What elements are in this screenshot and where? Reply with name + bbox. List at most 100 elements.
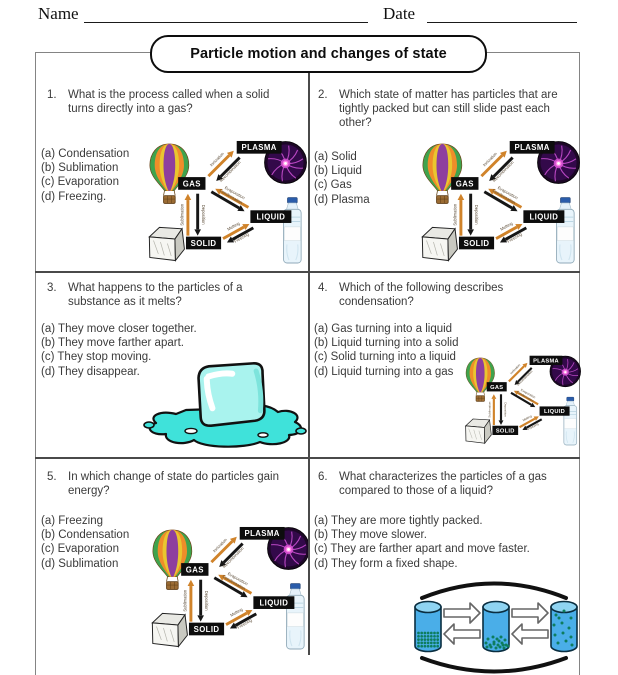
water-bottle-icon — [556, 197, 575, 264]
state-label-solid: SOLID — [188, 622, 225, 636]
svg-text:Melting: Melting — [229, 606, 244, 617]
question-1-text: What is the process called when a solid … — [68, 89, 270, 115]
option-1b[interactable]: (b) Sublimation — [41, 162, 119, 175]
gas-cylinder — [550, 600, 578, 653]
state-label-solid: SOLID — [458, 236, 495, 250]
hot-air-balloon-icon — [152, 529, 193, 590]
question-6-text: What characterizes the particles of a ga… — [339, 471, 547, 497]
svg-text:Evaporation: Evaporation — [520, 388, 536, 400]
option-4a[interactable]: (a) Gas turning into a liquid — [314, 323, 453, 335]
option-1a[interactable]: (a) Condensation — [41, 148, 130, 160]
cycle-arc-top — [420, 581, 568, 600]
svg-text:Ionization: Ionization — [509, 363, 521, 375]
option-2d[interactable]: (d) Plasma — [314, 193, 370, 206]
svg-text:Sublimation: Sublimation — [182, 589, 187, 612]
option-6b[interactable]: (b) They move slower. — [314, 529, 427, 542]
state-label-gas: GAS — [181, 563, 209, 576]
state-label-gas: GAS — [486, 382, 507, 392]
question-1-number: 1. — [47, 89, 57, 101]
ice-block-icon — [148, 226, 185, 262]
name-label: Name — [38, 4, 79, 23]
question-5: 5. In which change of state do particles… — [47, 470, 292, 498]
question-2-number: 2. — [318, 89, 328, 101]
question-4: 4. Which of the following describes cond… — [318, 281, 568, 309]
option-3b[interactable]: (b) They move farther apart. — [41, 337, 184, 350]
svg-text:LIQUID: LIQUID — [529, 213, 558, 222]
svg-text:SOLID: SOLID — [464, 239, 490, 248]
name-blank[interactable] — [84, 4, 368, 23]
option-2a[interactable]: (a) Solid — [314, 151, 357, 163]
state-label-plasma: PLASMA — [529, 355, 563, 365]
state-label-solid: SOLID — [185, 236, 222, 250]
liquid-cylinder — [482, 600, 510, 653]
option-6a[interactable]: (a) They are more tightly packed. — [314, 515, 483, 527]
svg-text:GAS: GAS — [186, 565, 204, 574]
option-5c[interactable]: (c) Evaporation — [41, 543, 119, 556]
water-bottle-icon — [563, 396, 578, 446]
date-blank[interactable] — [427, 4, 577, 23]
svg-text:GAS: GAS — [456, 179, 474, 188]
option-1d[interactable]: (d) Freezing. — [41, 190, 107, 203]
svg-text:Deposition: Deposition — [204, 591, 209, 611]
option-6d[interactable]: (d) They form a fixed shape. — [314, 557, 458, 570]
ice-block-icon — [421, 226, 458, 262]
option-3c[interactable]: (c) They stop moving. — [41, 351, 152, 364]
transition-arrows — [443, 602, 549, 645]
option-4d[interactable]: (d) Liquid turning into a gas — [314, 365, 454, 378]
option-2b[interactable]: (b) Liquid — [314, 165, 362, 178]
svg-text:Sublimation: Sublimation — [488, 401, 492, 417]
svg-text:Melting: Melting — [522, 414, 533, 422]
svg-text:Deposition: Deposition — [201, 205, 206, 225]
question-2-options: (a) Solid (b) Liquid (c) Gas (d) Plasma — [314, 150, 370, 207]
question-3-options: (a) They move closer together. (b) They … — [41, 322, 197, 379]
question-4-text: Which of the following describes condens… — [339, 282, 504, 308]
svg-text:PLASMA: PLASMA — [515, 143, 550, 152]
water-bottle-icon — [283, 197, 302, 264]
state-label-solid: SOLID — [492, 425, 519, 435]
grid-vertical-divider — [308, 52, 310, 655]
option-5a[interactable]: (a) Freezing — [41, 515, 103, 527]
worksheet-title-text: Particle motion and changes of state — [190, 46, 447, 62]
option-3a[interactable]: (a) They move closer together. — [41, 323, 197, 335]
option-5d[interactable]: (d) Sublimation — [41, 557, 119, 570]
svg-text:Ionization: Ionization — [482, 151, 499, 168]
ice-cube — [197, 362, 266, 427]
state-label-liquid: LIQUID — [539, 406, 570, 416]
svg-text:SOLID: SOLID — [191, 239, 217, 248]
grid-horizontal-divider-1 — [35, 271, 580, 273]
question-1-options: (a) Condensation (b) Sublimation (c) Eva… — [41, 147, 129, 204]
svg-text:Freezing: Freezing — [527, 422, 540, 431]
question-4-number: 4. — [318, 282, 328, 294]
svg-text:Ionization: Ionization — [212, 537, 229, 554]
svg-text:Deposition: Deposition — [474, 205, 479, 225]
question-3-number: 3. — [47, 282, 57, 294]
hot-air-balloon-icon — [422, 143, 463, 204]
state-label-plasma: PLASMA — [236, 140, 282, 154]
question-6-number: 6. — [318, 471, 328, 483]
option-6c[interactable]: (c) They are farther apart and move fast… — [314, 543, 530, 556]
option-3d[interactable]: (d) They disappear. — [41, 365, 140, 378]
option-5b[interactable]: (b) Condensation — [41, 529, 130, 542]
ice-block-icon — [464, 418, 492, 445]
svg-text:GAS: GAS — [490, 385, 503, 391]
question-5-text: In which change of state do particles ga… — [68, 471, 279, 497]
option-2c[interactable]: (c) Gas — [314, 179, 352, 192]
grid-horizontal-divider-2 — [35, 457, 580, 459]
question-2-text: Which state of matter has particles that… — [339, 89, 558, 129]
option-4b[interactable]: (b) Liquid turning into a solid — [314, 337, 459, 350]
state-label-gas: GAS — [451, 177, 479, 190]
hot-air-balloon-icon — [149, 143, 190, 204]
melting-ice-cube-illustration — [142, 352, 308, 452]
svg-text:PLASMA: PLASMA — [533, 359, 559, 365]
option-4c[interactable]: (c) Solid turning into a liquid — [314, 351, 456, 364]
svg-text:PLASMA: PLASMA — [245, 529, 280, 538]
cycle-arc-bottom — [420, 656, 568, 674]
svg-text:SOLID: SOLID — [194, 625, 220, 634]
hot-air-balloon-icon — [465, 357, 495, 402]
option-1c[interactable]: (c) Evaporation — [41, 176, 119, 189]
svg-text:Melting: Melting — [226, 220, 241, 231]
svg-text:Melting: Melting — [499, 220, 514, 231]
